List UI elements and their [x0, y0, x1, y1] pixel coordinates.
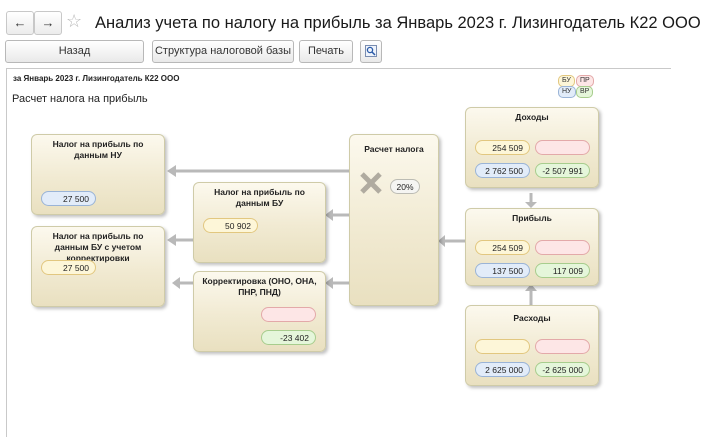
- arrow-calc-to-nu-head: [167, 165, 176, 177]
- arrow-profit-to-calc-head: [438, 235, 445, 247]
- tax-bu-value: 50 902: [203, 218, 258, 233]
- tax-bu-adjusted-value: 27 500: [41, 260, 96, 275]
- section-title: Расчет налога на прибыль: [12, 93, 148, 105]
- income-nu-value: 2 762 500: [475, 163, 530, 178]
- card-expenses-title: Расходы: [513, 313, 551, 323]
- card-correction[interactable]: Корректировка (ОНО, ОНА, ПНР, ПНД) -23 4…: [193, 271, 326, 352]
- back-nav-button[interactable]: ←: [6, 11, 34, 35]
- forward-nav-button[interactable]: →: [34, 11, 62, 35]
- income-pr-value: [535, 140, 590, 155]
- report-panel: [6, 68, 671, 437]
- correction-green-value: -23 402: [261, 330, 316, 345]
- card-expenses[interactable]: Расходы 2 625 000 -2 625 000: [465, 305, 599, 386]
- star-icon[interactable]: ☆: [66, 11, 83, 31]
- tax-nu-value: 27 500: [41, 191, 96, 206]
- arrow-bu-to-adjusted-head: [167, 234, 176, 246]
- card-tax-bu-adjusted[interactable]: Налог на прибыль по данным БУ с учетом к…: [31, 226, 165, 307]
- profit-bu-value: 254 509: [475, 240, 530, 255]
- arrow-correction-to-adjusted-head: [172, 277, 180, 289]
- arrow-calc-to-bu-head: [325, 209, 333, 221]
- card-tax-bu[interactable]: Налог на прибыль по данным БУ 50 902: [193, 182, 326, 263]
- print-button[interactable]: Печать: [299, 40, 353, 63]
- cross-icon: [360, 172, 382, 194]
- card-income[interactable]: Доходы 254 509 2 762 500 -2 507 991: [465, 107, 599, 188]
- magnifier-icon: [365, 45, 377, 57]
- expenses-pr-value: [535, 339, 590, 354]
- expenses-vr-value: -2 625 000: [535, 362, 590, 377]
- preview-button[interactable]: [360, 40, 382, 63]
- profit-pr-value: [535, 240, 590, 255]
- window-titlebar: ← → ☆ Анализ учета по налогу на прибыль …: [0, 0, 722, 36]
- profit-vr-value: 117 009: [535, 263, 590, 278]
- profit-nu-value: 137 500: [475, 263, 530, 278]
- card-tax-calculation-title: Расчет налога: [364, 144, 424, 154]
- back-button[interactable]: Назад: [5, 40, 144, 63]
- card-tax-nu[interactable]: Налог на прибыль по данным НУ 27 500: [31, 134, 165, 215]
- arrow-right-icon: →: [41, 15, 55, 30]
- card-tax-nu-title: Налог на прибыль по данным НУ: [52, 139, 144, 160]
- legend-bu: БУ: [558, 75, 575, 87]
- correction-pink-value: [261, 307, 316, 322]
- arrow-income-to-profit-head: [525, 202, 537, 208]
- expenses-nu-value: 2 625 000: [475, 362, 530, 377]
- arrow-left-icon: ←: [13, 15, 27, 30]
- card-tax-bu-title: Налог на прибыль по данным БУ: [214, 187, 305, 208]
- card-correction-title: Корректировка (ОНО, ОНА, ПНР, ПНД): [202, 276, 317, 297]
- income-vr-value: -2 507 991: [535, 163, 590, 178]
- card-income-title: Доходы: [515, 112, 549, 122]
- card-tax-calculation[interactable]: Расчет налога 20%: [349, 134, 439, 306]
- card-tax-bu-adjusted-title: Налог на прибыль по данным БУ с учетом к…: [52, 231, 144, 263]
- arrow-expenses-to-profit-head: [525, 284, 537, 291]
- legend-vr: ВР: [576, 86, 594, 98]
- report-period: за Январь 2023 г. Лизингодатель К22 ООО: [13, 74, 180, 83]
- tax-rate-value: 20%: [390, 179, 420, 194]
- income-bu-value: 254 509: [475, 140, 530, 155]
- card-profit[interactable]: Прибыль 254 509 137 500 117 009: [465, 208, 599, 286]
- tax-base-structure-button[interactable]: Структура налоговой базы: [152, 40, 294, 63]
- window-title: Анализ учета по налогу на прибыль за Янв…: [95, 14, 701, 32]
- card-profit-title: Прибыль: [512, 213, 552, 223]
- legend-nu: НУ: [558, 86, 576, 98]
- arrow-calc-to-correction-head: [325, 277, 333, 289]
- expenses-bu-value: [475, 339, 530, 354]
